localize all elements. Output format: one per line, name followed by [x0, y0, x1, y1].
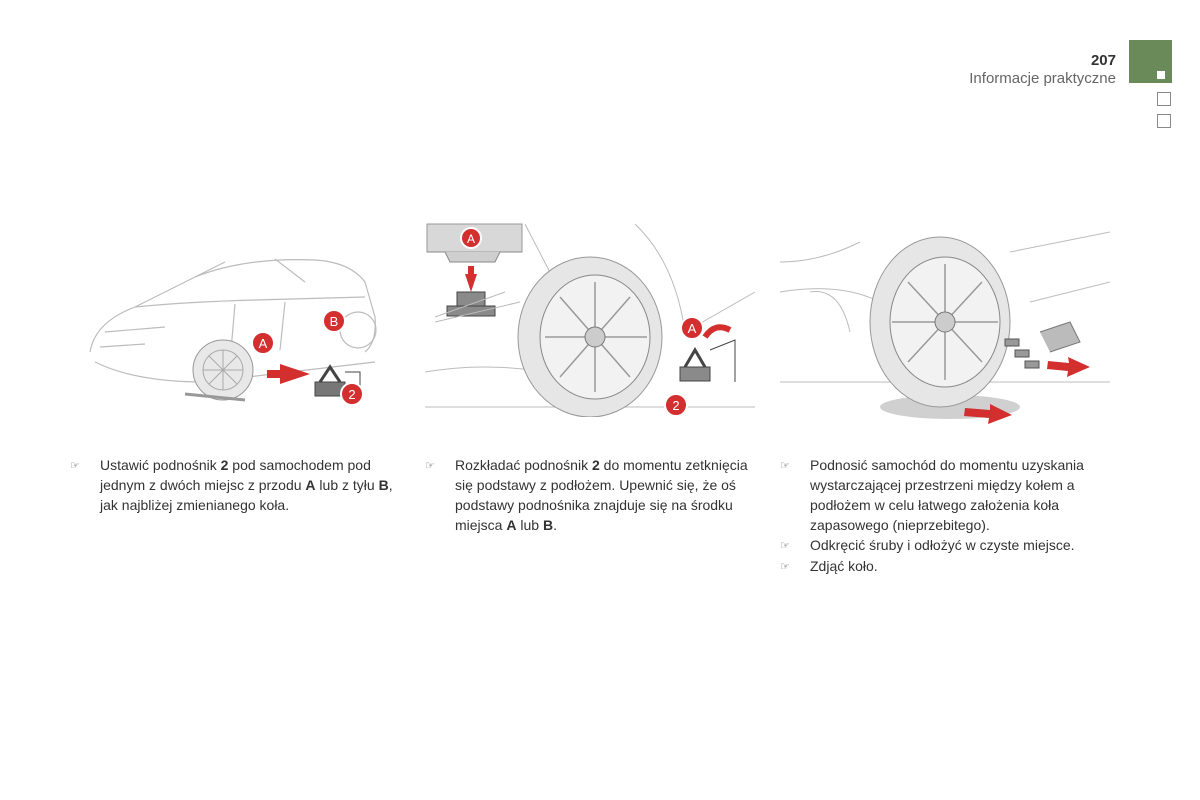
bullet-text: Odkręcić śruby i odłożyć w czyste miejsc…: [810, 535, 1110, 556]
instruction-column-2: ☞ Rozkładać podnośnik 2 do momentu zetkni…: [425, 455, 750, 535]
bold-reference: 2: [220, 457, 229, 473]
section-title: Informacje praktyczne: [969, 70, 1116, 87]
marker-a: A: [259, 336, 268, 351]
marker-b: B: [330, 314, 339, 329]
bullet-text: Podnosić samochód do momentu uzyskania w…: [810, 455, 1110, 535]
text-run: lub z tyłu: [315, 477, 379, 493]
chapter-tab-marker: [1157, 71, 1165, 79]
text-run: .: [553, 517, 557, 533]
bullet-text: Rozkładać podnośnik 2 do momentu zetknię…: [455, 455, 750, 535]
bullet-item: ☞ Odkręcić śruby i odłożyć w czyste miejs…: [780, 535, 1110, 556]
text-run: , jak najbliżej zmienianego koła.: [100, 477, 393, 513]
text-run: do momentu zetknięcia się podstawy z pod…: [455, 457, 748, 533]
marker-a-detail: A: [467, 232, 475, 246]
pointing-hand-icon: ☞: [70, 460, 80, 472]
text-run: Odkręcić śruby i odłożyć w czyste miejsc…: [810, 537, 1075, 553]
bold-reference: B: [542, 517, 554, 533]
chapter-tab-empty-2: [1157, 114, 1171, 128]
bullet-item: ☞ Zdjąć koło.: [780, 556, 1110, 577]
marker-a: A: [688, 321, 697, 336]
text-run: Podnosić samochód do momentu uzyskania w…: [810, 457, 1084, 533]
text-run: pod samochodem pod jednym z dwóch miejsc…: [100, 457, 371, 493]
pointing-hand-icon: ☞: [780, 561, 790, 573]
bullet-item: ☞ Podnosić samochód do momentu uzyskania …: [780, 455, 1110, 535]
instruction-column-1: ☞ Ustawić podnośnik 2 pod samochodem pod …: [70, 455, 400, 515]
instruction-column-3: ☞ Podnosić samochód do momentu uzyskania …: [780, 455, 1110, 577]
figure-wheel-removal: [779, 222, 1111, 432]
chapter-tab: [1129, 40, 1172, 83]
bullet-text: Zdjąć koło.: [810, 556, 1110, 577]
figure-car-jack-points: A B 2: [75, 222, 395, 422]
pointing-hand-icon: ☞: [780, 540, 790, 552]
marker-2: 2: [672, 398, 679, 413]
bullet-text: Ustawić podnośnik 2 pod samochodem pod j…: [100, 455, 400, 515]
figure-jack-placement: A A 2: [424, 222, 756, 422]
bold-reference: B: [378, 477, 389, 493]
text-run: Ustawić podnośnik: [100, 457, 221, 473]
bullet-item: ☞ Rozkładać podnośnik 2 do momentu zetkni…: [425, 455, 750, 535]
page-number: 207: [1090, 52, 1116, 69]
pointing-hand-icon: ☞: [425, 460, 435, 472]
marker-2: 2: [348, 387, 355, 402]
text-run: lub: [516, 517, 543, 533]
bullet-item: ☞ Ustawić podnośnik 2 pod samochodem pod …: [70, 455, 400, 515]
text-run: Zdjąć koło.: [810, 558, 878, 574]
bold-reference: A: [506, 517, 517, 533]
chapter-tab-empty-1: [1157, 92, 1171, 106]
text-run: Rozkładać podnośnik: [455, 457, 592, 473]
bold-reference: 2: [591, 457, 600, 473]
bold-reference: A: [305, 477, 316, 493]
pointing-hand-icon: ☞: [780, 460, 790, 472]
